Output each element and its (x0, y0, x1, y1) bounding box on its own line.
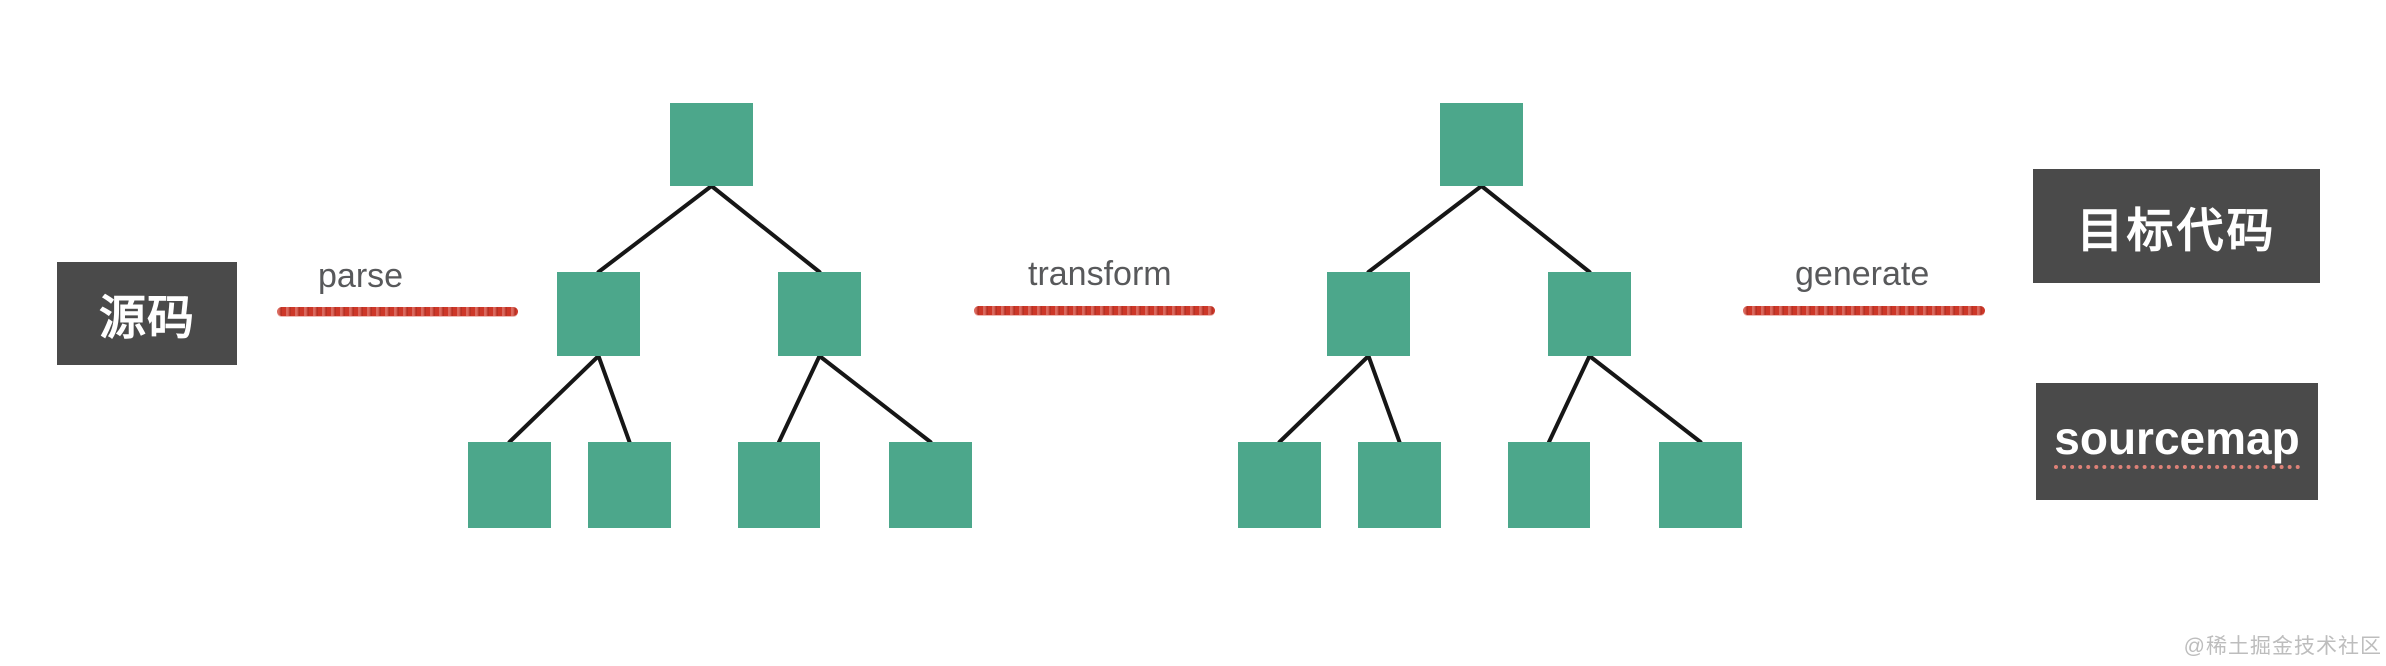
target-code-box: 目标代码 (2033, 169, 2320, 283)
step-label-transform: transform (1028, 255, 1172, 293)
ast-node (557, 272, 640, 356)
ast-node (1659, 442, 1742, 528)
step-underline-transform (974, 306, 1215, 315)
ast-node (1358, 442, 1441, 528)
ast-edge (507, 354, 601, 444)
ast-node (1327, 272, 1410, 356)
ast-node (738, 442, 820, 528)
ast-edge (1587, 354, 1703, 444)
ast-node (1508, 442, 1590, 528)
sourcemap-label: sourcemap (2054, 414, 2300, 470)
ast-node (1548, 272, 1631, 356)
step-label-generate: generate (1795, 255, 1930, 293)
ast-edge (1277, 354, 1371, 444)
step-underline-generate (1743, 306, 1985, 315)
ast-input-tree (468, 103, 972, 528)
ast-edge (817, 354, 933, 444)
source-code-box: 源码 (57, 262, 237, 365)
ast-edge (1547, 354, 1592, 444)
ast-edge (777, 354, 822, 444)
ast-edge (1479, 184, 1592, 274)
source-code-label: 源码 (99, 291, 195, 344)
ast-node (670, 103, 753, 186)
ast-node (468, 442, 551, 528)
ast-node (889, 442, 972, 528)
ast-node (1238, 442, 1321, 528)
step-underline-parse (277, 307, 518, 316)
ast-edge (1366, 354, 1402, 444)
sourcemap-box: sourcemap (2036, 383, 2318, 500)
ast-node (588, 442, 671, 528)
ast-edge (1366, 184, 1484, 274)
ast-transformed-tree (1238, 103, 1742, 528)
ast-node (778, 272, 861, 356)
target-code-label: 目标代码 (2076, 203, 2277, 257)
watermark: @稀土掘金技术社区 (2183, 635, 2382, 658)
ast-edge (596, 184, 714, 274)
ast-edge (709, 184, 822, 274)
ast-edge (596, 354, 632, 444)
step-label-parse: parse (318, 257, 404, 295)
ast-node (1440, 103, 1523, 186)
